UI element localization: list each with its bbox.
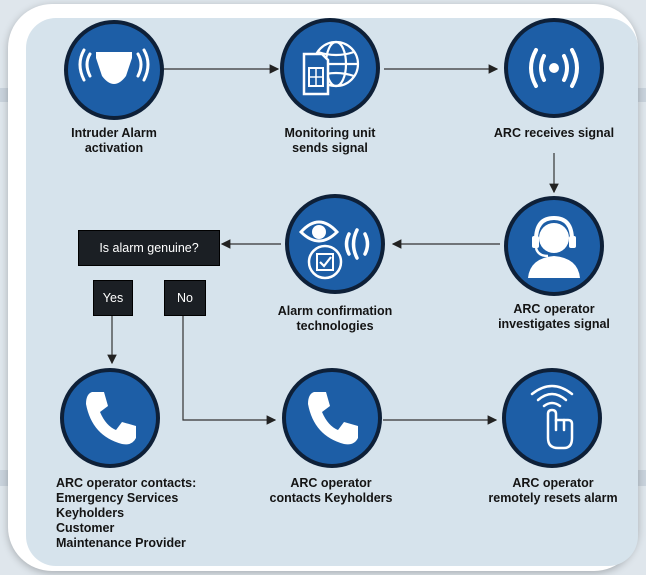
finger-tap-icon <box>530 384 574 450</box>
sim-globe-icon <box>302 40 360 96</box>
intruder-alarm-node <box>64 20 164 120</box>
arc-receives-label: ARC receives signal <box>493 126 615 140</box>
arc-investigates-node <box>504 196 604 296</box>
arrow-no-to-keyholders <box>182 316 277 425</box>
decision-yes-box: Yes <box>93 280 133 316</box>
operator-headset-icon <box>528 215 580 278</box>
decision-no-box: No <box>164 280 206 316</box>
signal-waves-icon <box>529 48 579 88</box>
phone-icon <box>86 392 136 445</box>
decision-no-text: No <box>177 291 193 305</box>
contacts-services-label: ARC operator contacts:Emergency Services… <box>56 476 197 550</box>
remote-reset-node <box>502 368 602 468</box>
arc-receives-node <box>504 18 604 118</box>
alarm-siren-icon <box>78 48 150 84</box>
confirmation-node <box>285 194 385 294</box>
decision-question-text: Is alarm genuine? <box>99 241 199 255</box>
contacts-services-node <box>60 368 160 468</box>
phone-icon <box>308 392 358 445</box>
contacts-keyholders-node <box>282 368 382 468</box>
eye-check-icon <box>298 220 370 280</box>
decision-question-box: Is alarm genuine? <box>78 230 220 266</box>
decision-yes-text: Yes <box>102 291 124 305</box>
monitoring-unit-node <box>280 18 380 118</box>
